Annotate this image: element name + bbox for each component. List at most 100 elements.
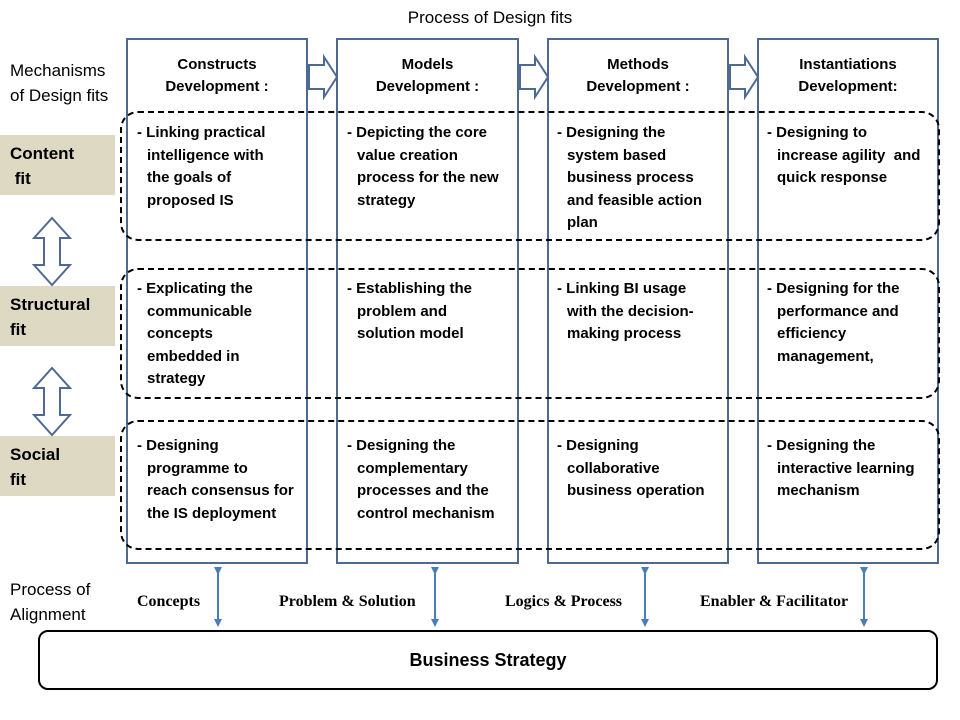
cell-line: - Linking practical bbox=[137, 124, 266, 141]
structural-fit-line2: fit bbox=[10, 320, 27, 339]
cell-structural-constructs: - Explicating the communicable concepts … bbox=[137, 278, 307, 391]
social-fit-line2: fit bbox=[10, 470, 27, 489]
alignment-label-line2: Alignment bbox=[10, 605, 86, 624]
column-header-line2: Development : bbox=[586, 78, 690, 95]
cell-line: interactive learning bbox=[777, 459, 915, 477]
mechanisms-label-line1: Mechanisms bbox=[10, 61, 106, 80]
cell-line: - Depicting the core bbox=[347, 124, 488, 141]
social-fit-band: Social fit bbox=[0, 436, 115, 496]
cell-line: value creation bbox=[357, 146, 458, 164]
alignment-label: Process of Alignment bbox=[10, 577, 90, 627]
link-label-enabler-facilitator: Enabler & Facilitator bbox=[700, 593, 849, 610]
cell-line: control mechanism bbox=[357, 504, 495, 522]
cell-line: efficiency bbox=[777, 325, 847, 342]
cell-line: increase agility and bbox=[777, 146, 921, 164]
cell-line: with the decision- bbox=[567, 302, 694, 320]
cell-line: strategy bbox=[147, 370, 206, 387]
cell-line: communicable bbox=[147, 302, 253, 320]
cell-content-constructs: - Linking practical intelligence with th… bbox=[137, 122, 307, 212]
cell-content-methods: - Designing the system based business pr… bbox=[557, 122, 727, 235]
cell-line: programme to bbox=[147, 459, 248, 477]
cell-line: - Linking BI usage bbox=[557, 280, 687, 297]
cell-line: the goals of bbox=[147, 169, 232, 186]
cell-line: collaborative bbox=[567, 459, 660, 477]
process-arrow-icon bbox=[729, 53, 760, 101]
business-strategy-label: Business Strategy bbox=[409, 649, 567, 670]
cell-line: making process bbox=[567, 325, 682, 342]
process-arrow-icon bbox=[519, 53, 550, 101]
link-label-problem-solution: Problem & Solution bbox=[279, 593, 416, 610]
cell-line: - Designing to bbox=[767, 124, 867, 141]
column-constructs bbox=[126, 38, 308, 564]
column-methods bbox=[547, 38, 729, 564]
structural-fit-band: Structural fit bbox=[0, 286, 115, 346]
cell-line: reach consensus for bbox=[147, 482, 294, 499]
cell-social-constructs: - Designing programme to reach consensus… bbox=[137, 435, 307, 525]
cell-line: business operation bbox=[567, 482, 705, 499]
cell-social-models: - Designing the complementary processes … bbox=[347, 435, 517, 525]
content-fit-line2: fit bbox=[10, 169, 31, 188]
social-fit-row bbox=[120, 420, 940, 550]
double-arrow-icon bbox=[31, 366, 73, 437]
content-fit-line1: Content bbox=[10, 144, 75, 163]
cell-line: embedded in bbox=[147, 347, 240, 365]
structural-fit-line1: Structural bbox=[10, 295, 91, 314]
cell-line: system based bbox=[567, 146, 667, 164]
cell-structural-models: - Establishing the problem and solution … bbox=[347, 278, 517, 346]
cell-content-models: - Depicting the core value creation proc… bbox=[347, 122, 517, 212]
content-fit-row bbox=[120, 111, 940, 241]
column-header-constructs: Constructs Development : bbox=[126, 54, 308, 98]
column-header-line1: Instantiations bbox=[799, 56, 897, 73]
cell-line: proposed IS bbox=[147, 191, 234, 209]
column-header-models: Models Development : bbox=[336, 54, 519, 98]
diagram-title: Process of Design fits bbox=[407, 8, 573, 27]
column-header-methods: Methods Development : bbox=[547, 54, 729, 98]
cell-line: and feasible action bbox=[567, 191, 703, 209]
cell-line: plan bbox=[567, 214, 598, 231]
column-models bbox=[336, 38, 519, 564]
cell-line: process for the new bbox=[357, 169, 499, 186]
cell-social-instantiations: - Designing the interactive learning mec… bbox=[767, 435, 937, 503]
column-header-line2: Development : bbox=[165, 78, 269, 95]
process-arrow-icon bbox=[308, 53, 339, 101]
cell-line: management, bbox=[777, 347, 874, 365]
cell-line: - Designing for the bbox=[767, 280, 900, 297]
social-fit-line1: Social bbox=[10, 445, 61, 464]
cell-line: problem and bbox=[357, 302, 448, 320]
cell-line: complementary bbox=[357, 459, 468, 477]
cell-structural-methods: - Linking BI usage with the decision- ma… bbox=[557, 278, 727, 346]
mechanisms-label-line2: of Design fits bbox=[10, 86, 109, 105]
mechanisms-label: Mechanisms of Design fits bbox=[10, 58, 108, 108]
cell-line: mechanism bbox=[777, 482, 860, 499]
cell-line: - Designing bbox=[137, 437, 219, 454]
cell-line: - Designing the bbox=[557, 124, 666, 141]
cell-line: concepts bbox=[147, 325, 213, 342]
link-label-logics-process: Logics & Process bbox=[505, 593, 623, 610]
cell-line: - Establishing the bbox=[347, 280, 473, 297]
cell-line: - Designing the bbox=[347, 437, 456, 454]
cell-line: - Designing the bbox=[767, 437, 876, 454]
column-header-line2: Development: bbox=[798, 78, 898, 95]
cell-line: the IS deployment bbox=[147, 504, 277, 522]
cell-line: intelligence with bbox=[147, 146, 264, 164]
cell-social-methods: - Designing collaborative business opera… bbox=[557, 435, 727, 503]
column-header-line1: Models bbox=[401, 56, 454, 73]
column-header-line2: Development : bbox=[375, 78, 480, 95]
double-arrow-icon bbox=[31, 216, 73, 287]
structural-fit-row bbox=[120, 268, 940, 399]
content-fit-band: Content fit bbox=[0, 135, 115, 195]
cell-line: performance and bbox=[777, 302, 899, 320]
cell-line: quick response bbox=[777, 169, 888, 186]
cell-line: solution model bbox=[357, 325, 464, 342]
cell-line: - Explicating the bbox=[137, 280, 253, 297]
cell-line: processes and the bbox=[357, 482, 489, 499]
column-header-line1: Methods bbox=[607, 56, 669, 73]
alignment-label-line1: Process of bbox=[10, 580, 91, 599]
column-header-line1: Constructs bbox=[177, 56, 257, 73]
cell-line: - Designing bbox=[557, 437, 639, 454]
link-label-concepts: Concepts bbox=[137, 593, 201, 610]
cell-line: strategy bbox=[357, 191, 416, 209]
cell-content-instantiations: - Designing to increase agility and quic… bbox=[767, 122, 937, 190]
cell-line: business process bbox=[567, 169, 694, 186]
